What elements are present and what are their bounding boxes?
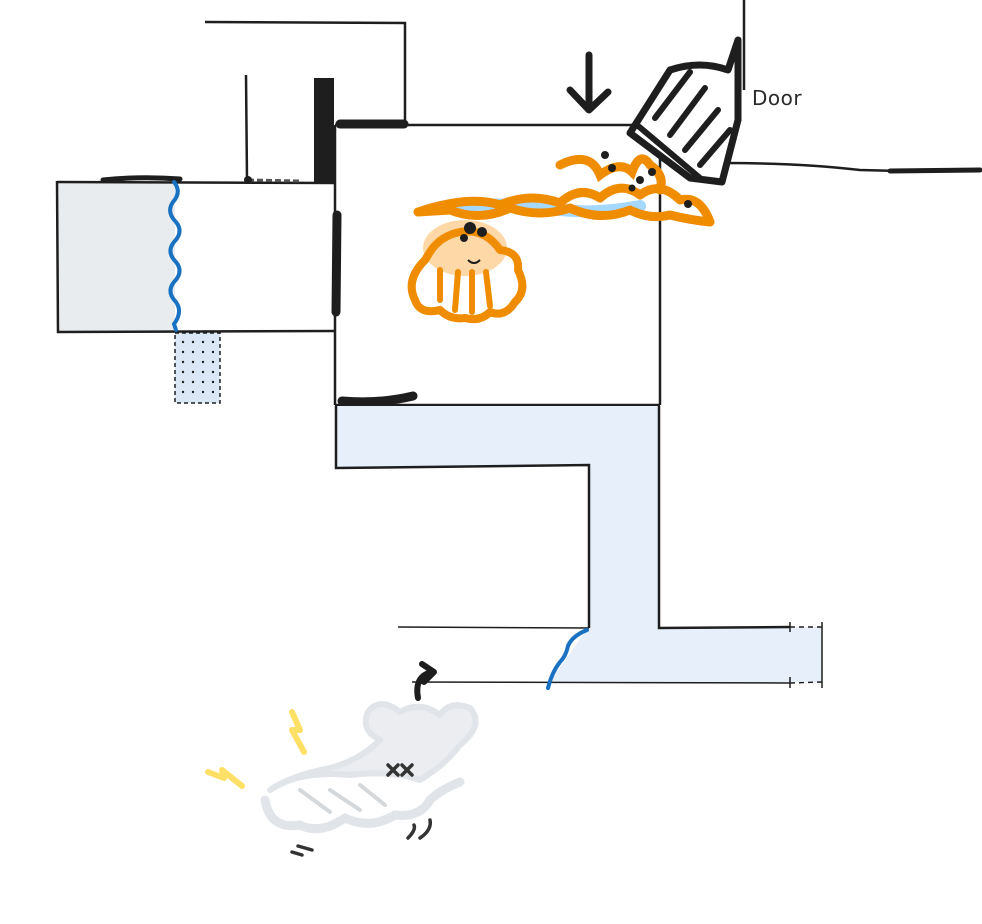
corridor-end-ticks [789,622,823,688]
thick-pillar [314,78,334,182]
left-room-top-thick-line [100,175,183,183]
outer-right-walls [724,0,982,174]
left-door-marker [331,210,342,317]
corridor-fill [336,406,822,683]
fainted-creature-icon [260,701,479,857]
left-room-fill [57,182,175,332]
corridor-right-edge [657,406,791,630]
outer-right-wall [724,161,901,173]
left-room-top-dashes [247,178,301,183]
dotted-box-dots [181,340,215,394]
corridor-upper-line [397,626,590,629]
door-label: Door [752,86,803,110]
curved-arrow-icon [414,661,437,701]
arrow-down-icon [566,51,612,114]
water-wavy-line [168,180,182,332]
bottom-door-marker [337,391,418,407]
top-bracket-line [204,20,407,124]
octopus-creature-icon [407,220,527,324]
corridor-water-line [546,628,589,690]
left-room-left-wall [55,180,60,334]
spark-icon [205,709,307,789]
corridor-left-edge [334,406,591,628]
top-wall-outline [204,20,407,182]
left-room [55,74,336,404]
outer-right-thick-wall [887,167,982,174]
cats-group-icon [413,151,715,227]
vertical-wall-stub [244,74,249,181]
corridor-lower-line [411,681,791,684]
stairs-icon [626,36,742,186]
left-room-bottom-wall [56,329,335,334]
corridor [334,406,823,690]
